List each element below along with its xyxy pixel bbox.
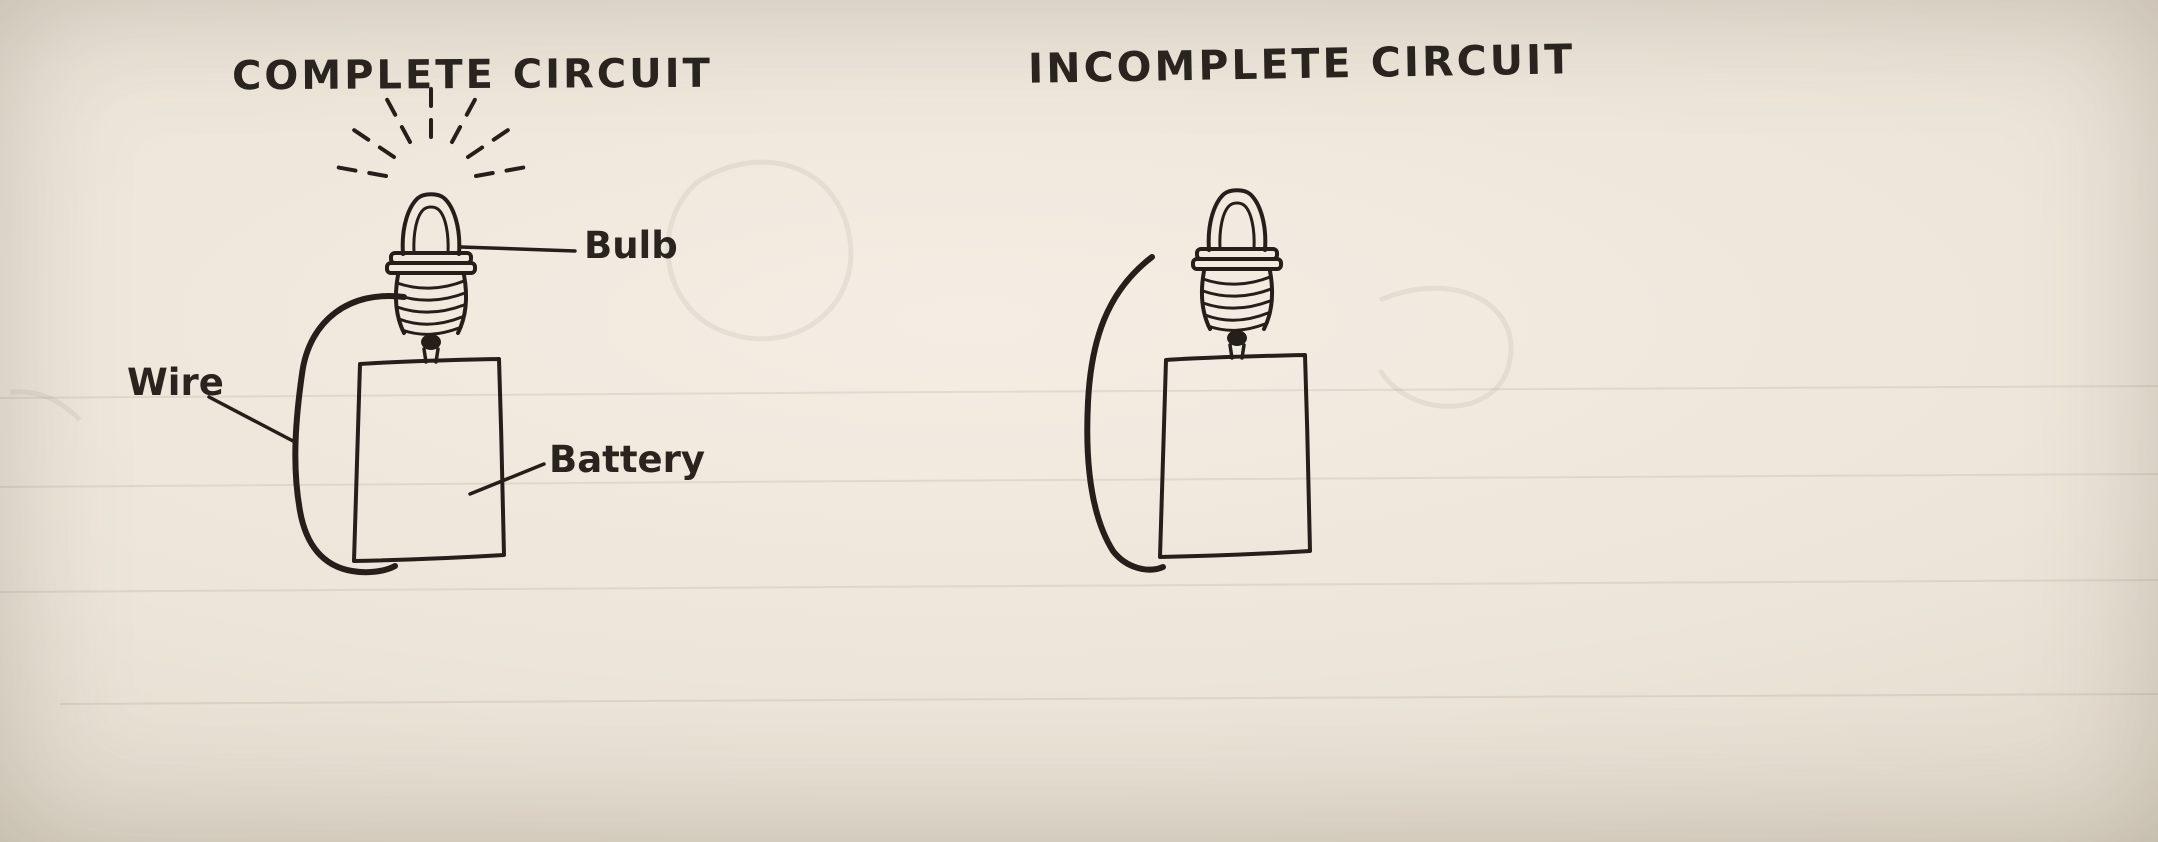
bulb-label: Bulb [584,224,678,267]
incomplete-circuit-title: INCOMPLETE CIRCUIT [1027,35,1576,93]
wire-drawing-complete [292,293,407,576]
ghost-sketch [9,159,1514,422]
wire-label: Wire [127,361,224,404]
incomplete-circuit-drawing [1084,188,1312,573]
battery-label: Battery [549,438,706,481]
complete-circuit-title: COMPLETE CIRCUIT [231,50,713,100]
light-rays-icon [328,82,534,178]
bulb-leader-line [459,245,577,253]
paper-ruled-lines [0,385,2158,705]
battery-leader-line [468,462,546,496]
bulb-and-battery-drawing-incomplete [1158,188,1312,559]
wire-drawing-incomplete [1084,254,1166,573]
complete-circuit-drawing [207,82,577,576]
wire-leader-line [207,395,295,443]
leader-lines [207,245,577,496]
